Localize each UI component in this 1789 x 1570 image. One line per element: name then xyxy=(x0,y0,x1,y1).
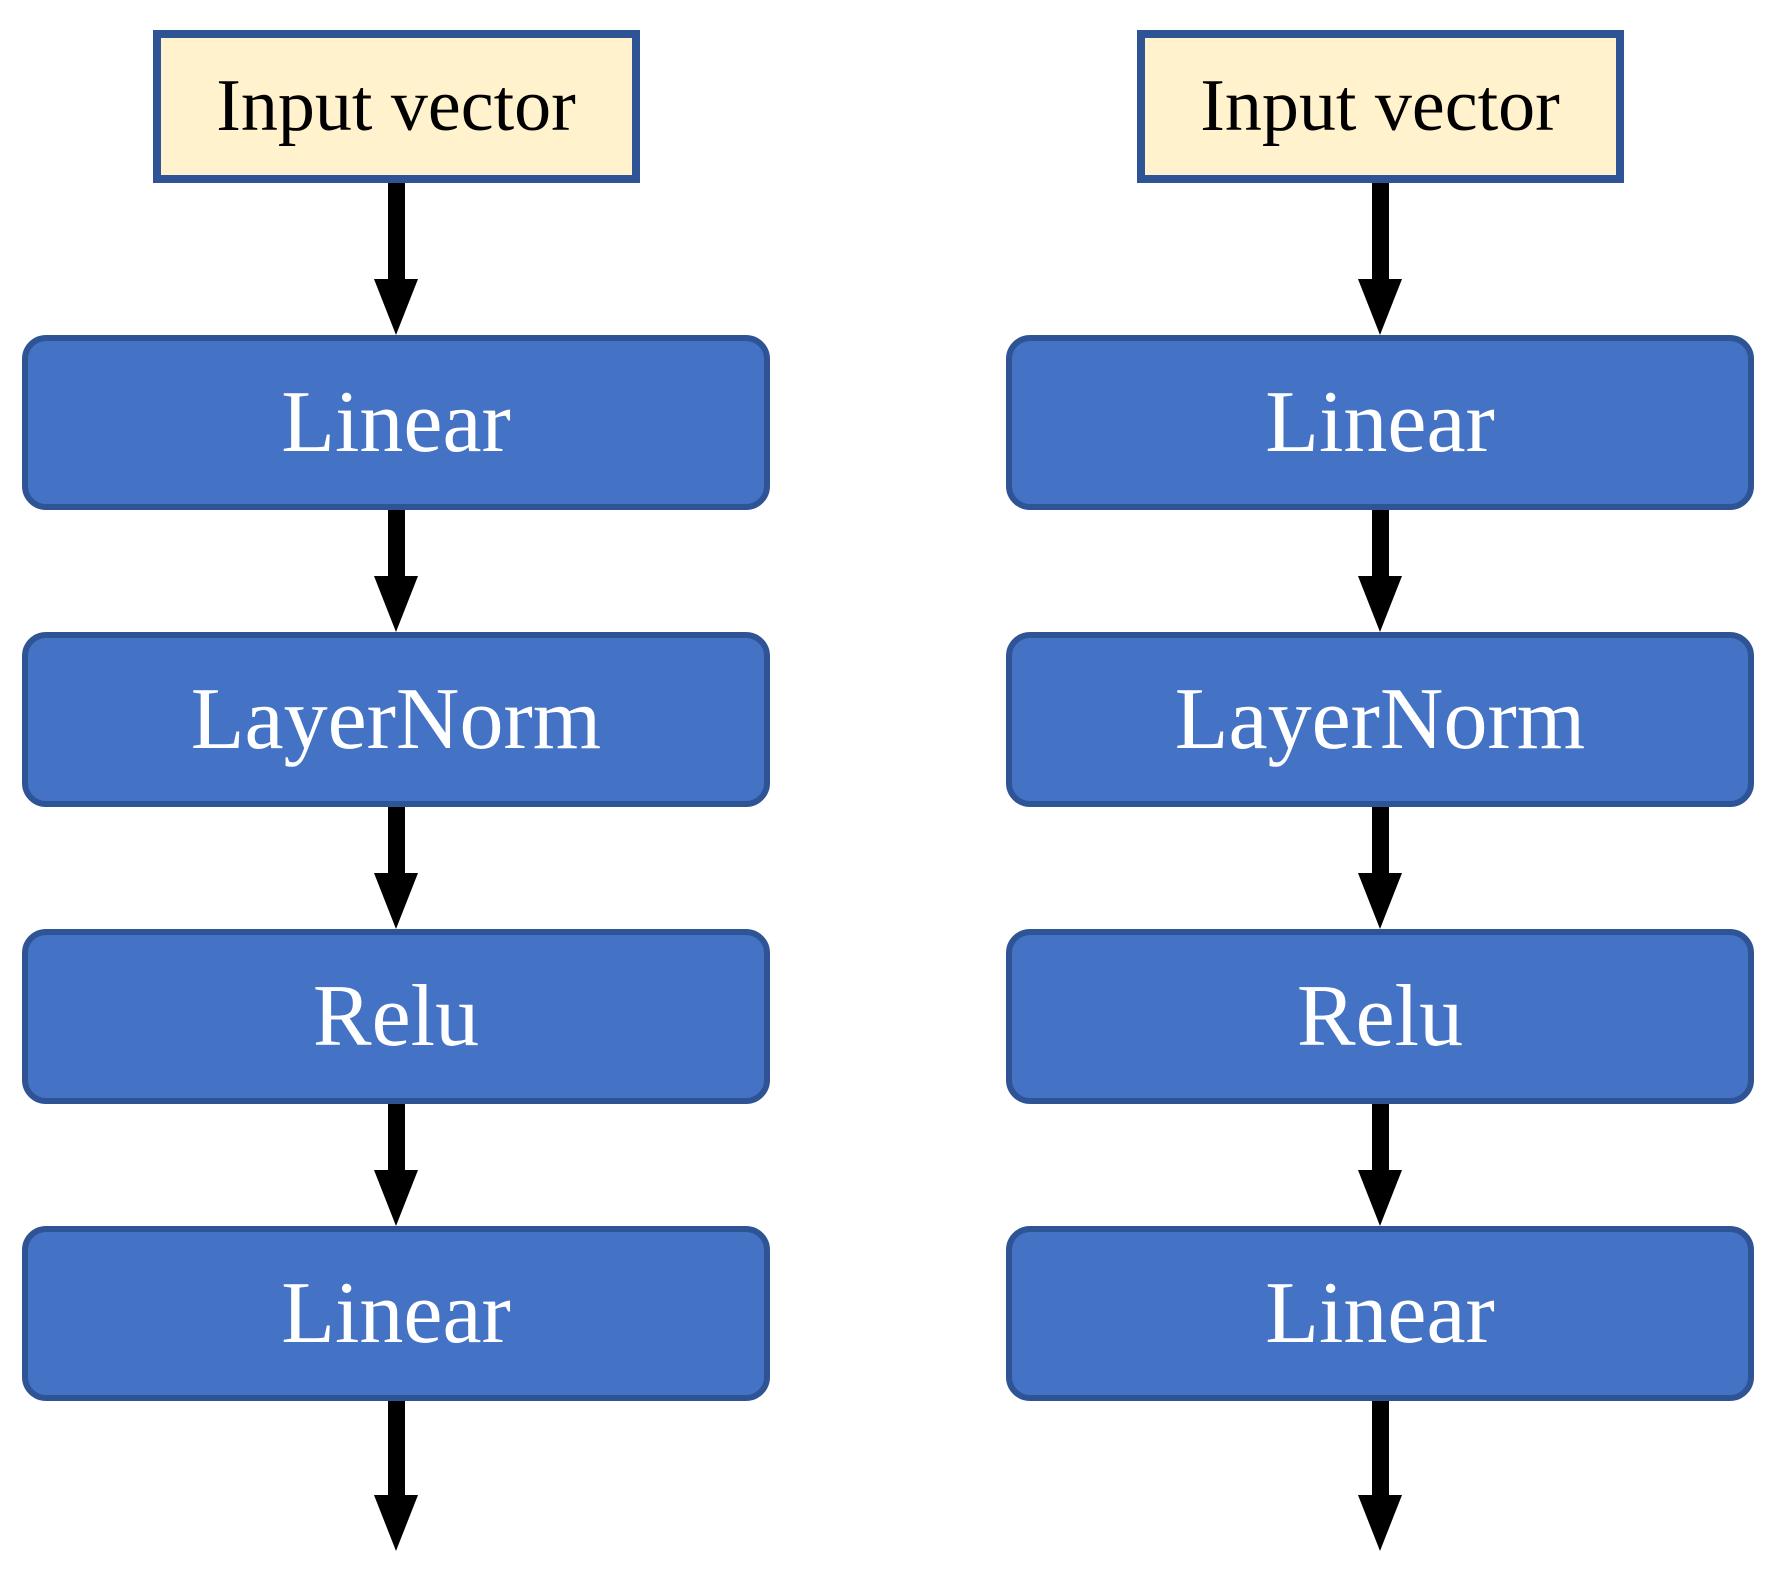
node-label: Linear xyxy=(1265,374,1495,471)
arrow-head-icon xyxy=(374,576,418,632)
down-arrow xyxy=(1358,1104,1402,1226)
arrow-head-icon xyxy=(1358,1495,1402,1551)
arrow-shaft xyxy=(387,1104,405,1170)
input-vector-box: Input vector xyxy=(1136,30,1624,183)
down-arrow xyxy=(374,1401,418,1551)
arrow-head-icon xyxy=(1358,279,1402,335)
node-label: Linear xyxy=(281,1265,511,1362)
arrow-shaft xyxy=(387,807,405,873)
down-arrow xyxy=(374,183,418,335)
arrow-head-icon xyxy=(1358,1170,1402,1226)
node-label: LayerNorm xyxy=(1174,671,1586,768)
arrow-head-icon xyxy=(374,1495,418,1551)
pipeline-column-right: Input vector Linear LayerNorm Relu xyxy=(1006,0,1754,1551)
node-layernorm: LayerNorm xyxy=(1006,632,1754,807)
down-arrow xyxy=(1358,1401,1402,1551)
arrow-head-icon xyxy=(374,279,418,335)
node-linear-2: Linear xyxy=(22,1226,770,1401)
down-arrow xyxy=(374,807,418,929)
arrow-head-icon xyxy=(374,1170,418,1226)
down-arrow xyxy=(1358,183,1402,335)
arrow-shaft xyxy=(1371,1401,1389,1495)
node-linear-2: Linear xyxy=(1006,1226,1754,1401)
node-linear-1: Linear xyxy=(1006,335,1754,510)
node-label: Relu xyxy=(312,968,480,1065)
down-arrow xyxy=(374,510,418,632)
node-relu: Relu xyxy=(22,929,770,1104)
node-label: LayerNorm xyxy=(190,671,602,768)
node-layernorm: LayerNorm xyxy=(22,632,770,807)
node-label: Relu xyxy=(1296,968,1464,1065)
arrow-shaft xyxy=(387,1401,405,1495)
arrow-head-icon xyxy=(1358,576,1402,632)
node-linear-1: Linear xyxy=(22,335,770,510)
arrow-head-icon xyxy=(374,873,418,929)
input-vector-label: Input vector xyxy=(216,65,576,147)
arrow-shaft xyxy=(387,510,405,576)
node-label: Linear xyxy=(281,374,511,471)
arrow-shaft xyxy=(387,183,405,279)
node-relu: Relu xyxy=(1006,929,1754,1104)
down-arrow xyxy=(1358,510,1402,632)
down-arrow xyxy=(374,1104,418,1226)
node-label: Linear xyxy=(1265,1265,1495,1362)
arrow-shaft xyxy=(1371,807,1389,873)
arrow-shaft xyxy=(1371,183,1389,279)
input-vector-box: Input vector xyxy=(152,30,640,183)
down-arrow xyxy=(1358,807,1402,929)
arrow-shaft xyxy=(1371,1104,1389,1170)
pipeline-column-left: Input vector Linear LayerNorm Relu xyxy=(22,0,770,1551)
input-vector-label: Input vector xyxy=(1200,65,1560,147)
arrow-head-icon xyxy=(1358,873,1402,929)
arrow-shaft xyxy=(1371,510,1389,576)
